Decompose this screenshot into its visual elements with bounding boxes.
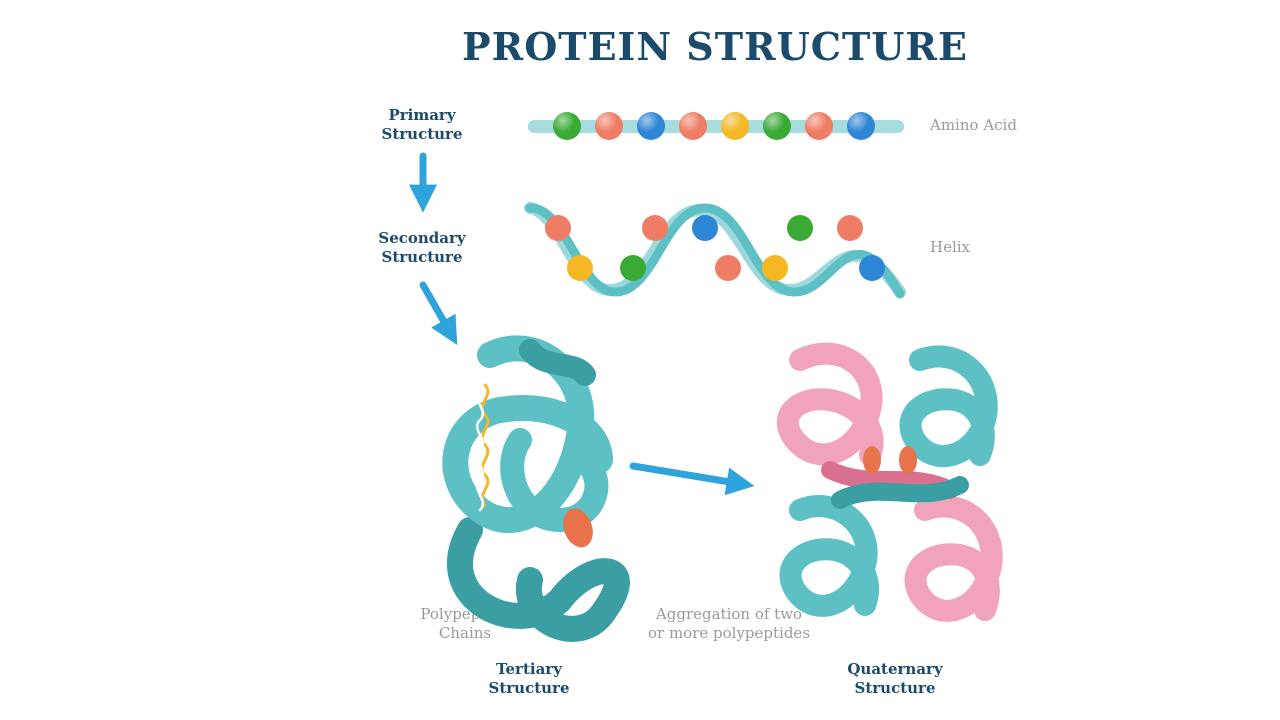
helix-bead	[787, 215, 813, 241]
teal-link-center	[831, 476, 969, 509]
helix-front-strand	[525, 203, 905, 299]
polypeptide-chains-line2: Chains	[438, 624, 492, 642]
arrow-tertiary-to-quaternary	[629, 462, 755, 496]
embedded-helix	[480, 383, 490, 507]
helix-bead	[545, 215, 571, 241]
secondary-structure-line1: Secondary	[378, 229, 466, 247]
tertiary-structure-line1: Tertiary	[496, 660, 562, 678]
bead-highlight	[763, 112, 791, 140]
fold-loop-upper	[442, 335, 613, 534]
tertiary-structure-label: Tertiary Structure	[459, 660, 599, 698]
helix-bead	[692, 215, 718, 241]
diagram-title: PROTEIN STRUCTURE	[462, 24, 968, 69]
fold-loop-lower	[447, 517, 630, 642]
embedded-helix-alt	[475, 388, 485, 512]
bead-highlight	[847, 112, 875, 140]
amino-acid-chain	[528, 112, 904, 140]
helix-bead	[715, 255, 741, 281]
quaternary-structure-line2: Structure	[854, 679, 936, 697]
fold-tail-top	[519, 339, 596, 386]
aggregation-line2: or more polypeptides	[647, 624, 811, 642]
bead-highlight	[805, 112, 833, 140]
aggregation-label: Aggregation of two or more polypeptides	[640, 605, 818, 643]
secondary-structure-line2: Structure	[381, 248, 463, 266]
secondary-structure-label: Secondary Structure	[352, 229, 492, 267]
helix-bead	[620, 255, 646, 281]
teal-chain-bottom-left	[779, 495, 880, 617]
pink-chain-bottom-right	[904, 495, 1003, 622]
bead-highlight	[637, 112, 665, 140]
primary-structure-line1: Primary	[388, 106, 456, 124]
helix-bead	[837, 215, 863, 241]
helix-bead	[859, 255, 885, 281]
primary-structure-line2: Structure	[381, 125, 463, 143]
helix-bead	[642, 215, 668, 241]
primary-structure-label: Primary Structure	[352, 106, 492, 144]
orange-side-chain	[899, 446, 917, 474]
arrow-secondary-to-tertiary	[419, 281, 458, 345]
bead-highlight	[679, 112, 707, 140]
tertiary-fold	[442, 335, 630, 642]
amino-acid-beads	[553, 112, 875, 140]
aggregation-line1: Aggregation of two	[655, 605, 803, 623]
quaternary-structure-line1: Quaternary	[847, 660, 943, 678]
quaternary-assembly	[777, 342, 1003, 622]
bead-highlight	[553, 112, 581, 140]
amino-acid-label: Amino Acid	[930, 116, 1017, 134]
tertiary-structure-line2: Structure	[488, 679, 570, 697]
bead-highlight	[595, 112, 623, 140]
quaternary-structure-label: Quaternary Structure	[825, 660, 965, 698]
orange-side-chain	[563, 508, 593, 548]
bead-highlight	[721, 112, 749, 140]
helix-ribbon	[524, 202, 906, 299]
orange-side-chain	[863, 446, 881, 474]
helix-bead	[567, 255, 593, 281]
fold-loop-middle	[500, 428, 609, 533]
helix-label: Helix	[930, 238, 971, 256]
pink-chain-top-left	[777, 342, 884, 466]
helix-bead	[762, 255, 788, 281]
teal-chain-top-right	[899, 345, 998, 468]
